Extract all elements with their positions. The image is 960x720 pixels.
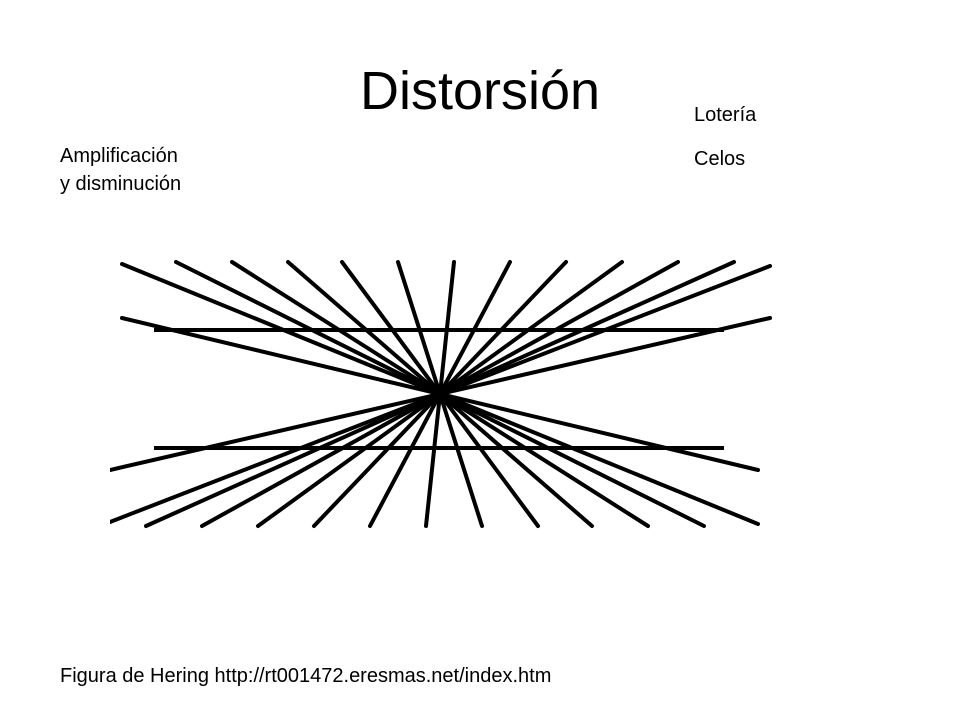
right-note-item-1: Lotería (694, 104, 757, 126)
hering-illusion-svg (110, 218, 790, 570)
slide-title: Distorsión (359, 61, 601, 121)
left-note-line-1: Amplificación (60, 145, 178, 167)
right-note: Lotería Celos (694, 103, 756, 191)
right-note-item-2: Celos (694, 148, 746, 170)
parallel-lines (154, 328, 724, 450)
figure-caption: Figura de Hering http://rt001472.eresmas… (60, 665, 552, 687)
left-note: Amplificación y disminución (60, 142, 181, 198)
radiating-lines (110, 260, 772, 528)
left-note-line-2: y disminución (60, 173, 182, 195)
hering-figure (110, 218, 790, 570)
ray-line-flat-2 (110, 316, 772, 472)
